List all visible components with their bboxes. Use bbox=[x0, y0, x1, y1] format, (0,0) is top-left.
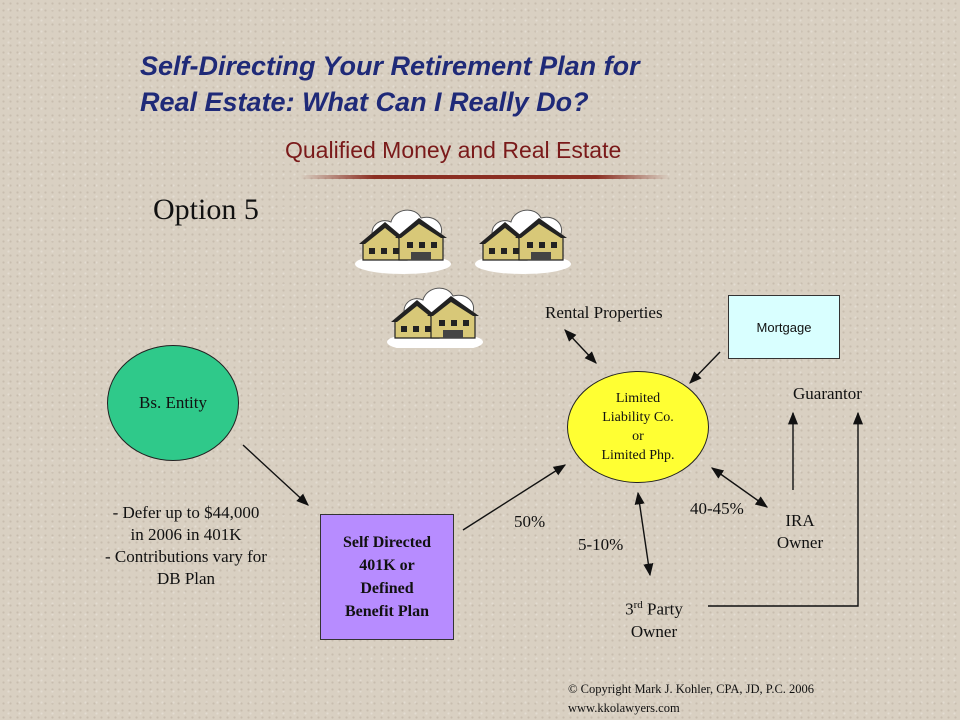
title-line-2: Real Estate: What Can I Really Do? bbox=[140, 87, 589, 117]
third-party-share-percent: 5-10% bbox=[578, 535, 624, 554]
slide-title: Self-Directing Your Retirement Plan for … bbox=[140, 48, 860, 120]
plan-to-llc-arrow bbox=[462, 464, 567, 531]
rental-llc-arrow bbox=[564, 329, 597, 364]
mortgage-box: Mortgage bbox=[728, 295, 840, 359]
option-label: Option 5 bbox=[153, 193, 259, 226]
llc-label: Limited Liability Co. or Limited Php. bbox=[601, 391, 675, 463]
website-text: www.kkolawyers.com bbox=[568, 701, 680, 715]
retirement-plan-box: Self Directed 401K or Defined Benefit Pl… bbox=[320, 514, 454, 640]
third-party-to-guarantor-arrow bbox=[708, 411, 864, 607]
business-entity-node: Bs. Entity bbox=[107, 345, 239, 461]
plan-share-percent: 50% bbox=[514, 512, 546, 531]
llc-third-party-arrow bbox=[634, 491, 654, 577]
third-party-owner-label: 3rd Party Owner bbox=[625, 599, 683, 641]
ira-owner-label: IRA Owner bbox=[776, 511, 824, 552]
business-entity-label: Bs. Entity bbox=[138, 393, 207, 412]
guarantor-label: Guarantor bbox=[793, 384, 862, 403]
llc-ira-arrow bbox=[710, 467, 769, 508]
rental-properties-label: Rental Properties bbox=[545, 303, 663, 322]
copyright-text: © Copyright Mark J. Kohler, CPA, JD, P.C… bbox=[568, 682, 815, 696]
entity-to-plan-arrow bbox=[242, 444, 309, 506]
subtitle-divider bbox=[300, 175, 670, 179]
llc-node: Limited Liability Co. or Limited Php. bbox=[567, 371, 709, 483]
slide-subtitle: Qualified Money and Real Estate bbox=[285, 137, 622, 163]
contribution-notes: - Defer up to $44,000 in 2006 in 401K - … bbox=[105, 503, 267, 588]
title-line-1: Self-Directing Your Retirement Plan for bbox=[140, 51, 640, 81]
retirement-plan-label: Self Directed 401K or Defined Benefit Pl… bbox=[342, 534, 432, 620]
mortgage-to-llc-arrow bbox=[689, 351, 721, 384]
copyright-footer: © Copyright Mark J. Kohler, CPA, JD, P.C… bbox=[568, 680, 814, 718]
